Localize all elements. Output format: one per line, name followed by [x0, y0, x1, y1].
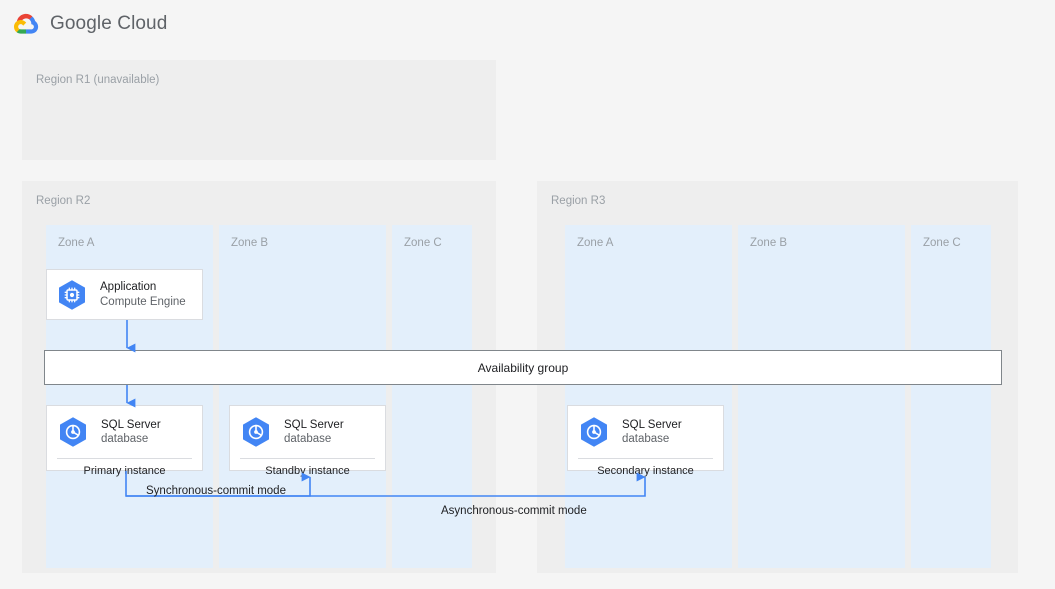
google-cloud-logo-icon: [14, 13, 39, 34]
region-r3-zone-a-label: Zone A: [577, 237, 614, 249]
sql-server-primary-text: SQL Server database: [101, 418, 161, 447]
sync-commit-mode-label: Synchronous-commit mode: [146, 485, 286, 497]
sql-server-primary-title: SQL Server: [101, 418, 161, 431]
application-node-body: Application Compute Engine: [47, 270, 202, 319]
sql-server-primary-divider: [57, 458, 192, 459]
region-r2-label: Region R2: [36, 195, 91, 207]
sql-server-icon: [60, 417, 86, 447]
sql-server-primary-footer: Primary instance: [83, 465, 166, 477]
sql-server-standby-subtitle: database: [284, 433, 332, 445]
application-node-title: Application: [100, 281, 157, 294]
compute-engine-icon: [59, 279, 85, 310]
sql-server-standby-text: SQL Server database: [284, 418, 344, 447]
sql-server-primary-body: SQL Server database: [47, 406, 202, 458]
application-node-text: Application Compute Engine: [100, 280, 186, 309]
availability-group-label: Availability group: [477, 360, 569, 375]
application-node-subtitle: Compute Engine: [100, 295, 186, 308]
region-r3-zone-a: Zone A: [565, 225, 732, 568]
sql-server-secondary-text: SQL Server database: [622, 418, 682, 447]
region-r2-zone-c: Zone C: [392, 225, 472, 568]
sql-server-secondary-node[interactable]: SQL Server database Secondary instance: [567, 405, 724, 477]
region-r2-zone-b: Zone B: [219, 225, 386, 568]
sql-server-icon: [581, 417, 607, 447]
sql-server-standby-title: SQL Server: [284, 418, 344, 431]
region-r2-zone-c-label: Zone C: [404, 237, 442, 249]
sql-server-secondary-divider: [578, 458, 713, 459]
sql-server-standby-node[interactable]: SQL Server database Standby instance: [229, 405, 386, 477]
sql-server-secondary-title: SQL Server: [622, 418, 682, 431]
region-r3-zone-c-label: Zone C: [923, 237, 961, 249]
region-r3-zone-b-label: Zone B: [750, 237, 788, 249]
sql-server-standby-footer: Standby instance: [265, 465, 350, 477]
sql-server-standby-divider: [240, 458, 375, 459]
sql-server-secondary-body: SQL Server database: [568, 406, 723, 458]
sql-server-secondary-subtitle: database: [622, 433, 670, 445]
region-r2-zone-a-label: Zone A: [58, 237, 95, 249]
availability-group-bar: Availability group: [44, 350, 1002, 385]
region-r2-zone-b-label: Zone B: [231, 237, 269, 249]
async-commit-mode-label: Asynchronous-commit mode: [441, 505, 587, 517]
sql-server-icon: [243, 417, 269, 447]
region-r3-zone-b: Zone B: [738, 225, 905, 568]
region-r1: Region R1 (unavailable): [22, 60, 496, 160]
region-r3-zone-c: Zone C: [911, 225, 991, 568]
application-node[interactable]: Application Compute Engine: [46, 269, 203, 320]
sql-server-primary-subtitle: database: [101, 433, 149, 445]
sql-server-primary-node[interactable]: SQL Server database Primary instance: [46, 405, 203, 477]
sql-server-standby-body: SQL Server database: [230, 406, 385, 458]
region-r1-label: Region R1 (unavailable): [36, 74, 160, 86]
region-r3-label: Region R3: [551, 195, 606, 207]
sql-server-secondary-footer: Secondary instance: [597, 465, 694, 477]
app-header: Google Cloud: [0, 0, 1055, 48]
app-wordmark: Google Cloud: [50, 13, 168, 34]
